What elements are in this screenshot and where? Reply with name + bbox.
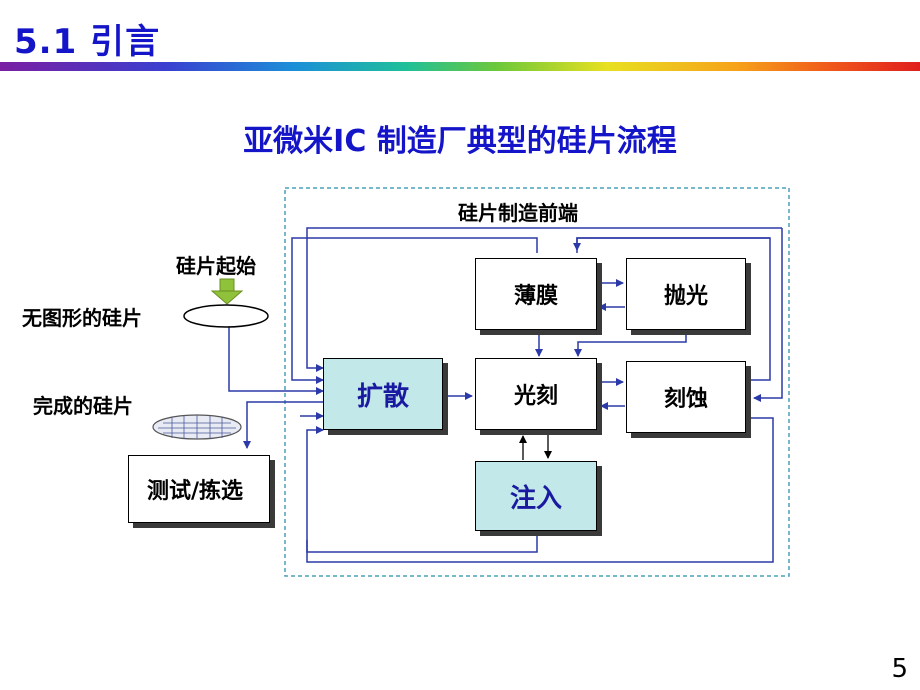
loop-right-top-in — [573, 237, 770, 251]
lithography-box: 光刻 — [475, 358, 597, 430]
unpatterned-wafer-icon — [183, 304, 269, 328]
start-arrow-icon — [210, 278, 244, 305]
diagram-title: 亚微米IC 制造厂典型的硅片流程 — [243, 124, 677, 159]
title-gradient-bar — [0, 62, 920, 71]
etch-box: 刻蚀 — [626, 361, 746, 433]
frontend-frame — [284, 187, 790, 577]
implant-box: 注入 — [475, 461, 597, 531]
loop-right-outer — [753, 228, 783, 402]
page-number: 5 — [891, 654, 908, 684]
finished-wafer-icon — [152, 414, 242, 440]
loop-right-outer-top — [306, 227, 782, 250]
diffusion-box: 扩散 — [323, 358, 443, 430]
frontend-label: 硅片制造前端 — [458, 201, 578, 225]
arrow-diffusion-out — [243, 401, 323, 449]
arrow-polish-to-litho — [574, 330, 687, 357]
unpatterned-label: 无图形的硅片 — [22, 306, 142, 330]
finished-label: 完成的硅片 — [33, 394, 133, 418]
loop-mid-to-diffusion — [306, 250, 324, 372]
loop-top-to-diffusion — [291, 237, 538, 384]
polish-box: 抛光 — [626, 258, 746, 330]
loop-right-bottom — [306, 417, 774, 563]
thin-film-box: 薄膜 — [475, 258, 597, 330]
slide-title: 5.1 引言 — [14, 22, 161, 62]
test-sort-box: 测试/拣选 — [128, 455, 270, 523]
arrow-wafer-to-diffusion — [228, 327, 324, 395]
start-label: 硅片起始 — [176, 254, 256, 278]
